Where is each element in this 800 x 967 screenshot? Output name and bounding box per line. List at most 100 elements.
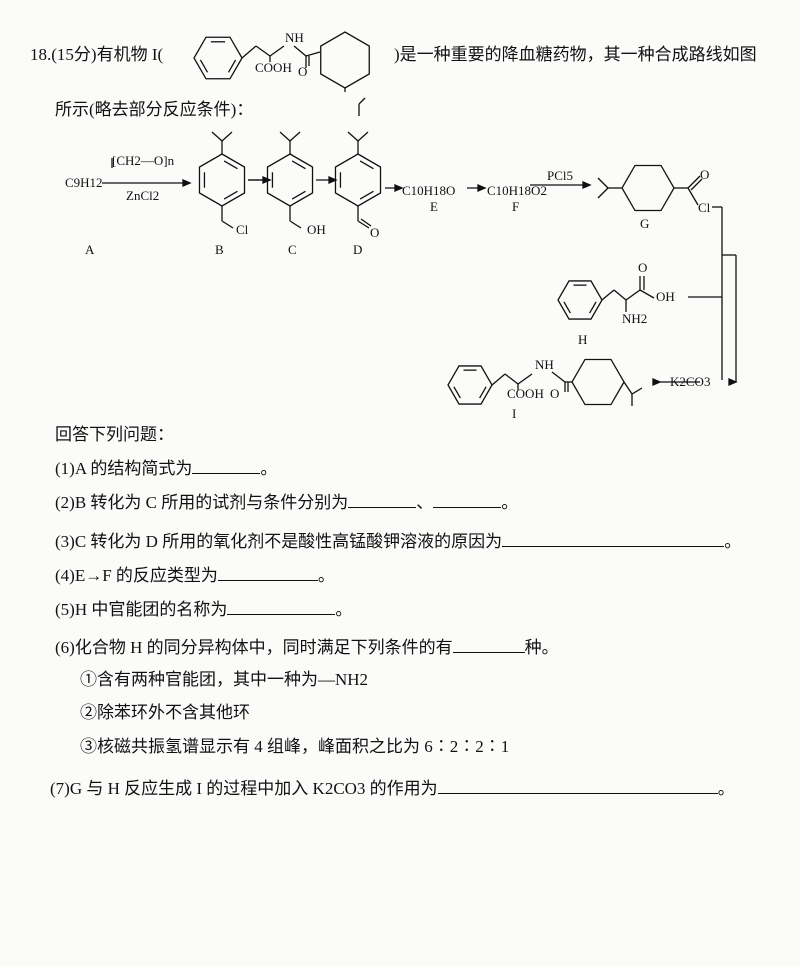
bond [241,45,257,59]
question-3: (3)C 转化为 D 所用的氧化剂不是酸性高锰酸钾溶液的原因为。 [55,530,741,552]
arrow-head [182,179,192,187]
q-end: 。 [724,532,742,551]
bond [289,220,302,229]
atom-label: O [298,64,307,79]
reagent-zncl2: ZnCl2 [126,188,159,203]
condition-3: ③核磁共振氢谱显示有 4 组峰，峰面积之比为 6∶2∶2∶1 [80,737,510,756]
answer-blank[interactable] [437,777,718,794]
question-7: (7)G 与 H 反应生成 I 的过程中加入 K2CO3 的作用为。 [50,777,735,799]
bond [491,373,506,386]
q-end: 。 [260,459,278,478]
double-bond [359,160,374,170]
bond [221,220,234,229]
atom-label: O [700,167,709,182]
arrow-head [394,184,404,192]
label-B: B [215,242,224,257]
formula-E: C10H18O [402,183,455,198]
double-bond [359,190,374,200]
bond [631,387,643,395]
bond [687,175,701,189]
arrow-head [262,176,272,184]
reagent-k2co3: K2CO3 [670,374,710,389]
bond [211,131,223,142]
bond [293,45,307,57]
double-bond [563,301,571,314]
bond [639,289,655,299]
label-C: C [288,242,297,257]
label-G: G [640,216,649,231]
bond [289,131,301,142]
question-number: 18. [30,45,52,64]
intro-text-line2: 所示(略去部分反应条件)： [55,100,254,119]
atom-label: O [638,260,647,275]
answer-blank[interactable] [348,491,417,508]
q-text: (1)A 的结构简式为 [55,459,193,478]
bond [221,131,233,142]
atom-label: NH [535,357,554,372]
bond [623,381,633,395]
arrow-head [582,181,592,189]
bond [551,371,566,383]
bond [255,45,271,57]
q-end: 。 [335,600,353,619]
bond [597,187,609,199]
cyclohexane-ring [621,164,675,212]
q-text: (2)B 转化为 C 所用的试剂与条件分别为 [55,493,349,512]
question-1: (1)A 的结构简式为 。 [55,457,277,479]
arrow-head [728,378,738,386]
atom-label: NH [285,30,304,45]
q-text: (7)G 与 H 反应生成 I 的过程中加入 K2CO3 的作用为 [50,779,438,798]
q-sep: 、 [416,493,434,512]
label-D: D [353,242,362,257]
cyclohexane-ring [571,358,625,406]
condition-2: ②除苯环外不含其他环 [80,703,250,722]
bond [597,177,609,189]
benzene-ring [266,153,314,207]
answer-blank[interactable] [227,598,336,615]
bond [504,373,519,385]
benzene-ring [334,153,382,207]
double-bond [291,190,306,200]
prompt: 回答下列问题： [55,425,174,444]
double-bond [291,160,306,170]
bond [357,220,370,229]
question-header: 18.(15分)有机物 I( [30,45,163,65]
double-bond [589,301,597,314]
atom-label: COOH [507,386,544,401]
atom-label: OH [307,222,326,237]
answer-blank[interactable] [433,491,502,508]
question-points: (15分) [51,45,97,64]
answer-blank[interactable] [217,564,318,581]
bond [613,289,627,301]
answer-blank[interactable] [502,530,725,547]
label-F: F [512,199,519,214]
bond [269,45,285,57]
atom-label: O [370,225,379,240]
double-bond [227,59,237,73]
arrow-head [328,176,338,184]
formula-F: C10H18O2 [487,183,547,198]
label-E: E [430,199,438,214]
question-6: (6)化合物 H 的同分异构体中，同时满足下列条件的有种。 [55,636,559,658]
bond [601,289,615,301]
reagent-paraformaldehyde: [CH2—O]n [112,153,175,168]
atom-label: O [550,386,559,401]
benzene-ring [198,153,246,207]
bond [690,178,703,191]
benzene-ring [447,365,493,405]
bond [357,131,369,142]
double-bond [199,59,209,73]
bond [305,51,321,57]
q-end: 。 [317,566,335,585]
double-bond [223,190,238,200]
double-bond [479,386,487,399]
condition-1: ①含有两种官能团，其中一种为—NH2 [80,670,369,689]
bond [279,131,291,142]
answer-blank[interactable] [192,457,261,474]
answer-blank[interactable] [452,636,525,653]
q-end: 种。 [524,638,559,657]
benzene-ring [557,280,603,320]
arrow-head [477,184,487,192]
